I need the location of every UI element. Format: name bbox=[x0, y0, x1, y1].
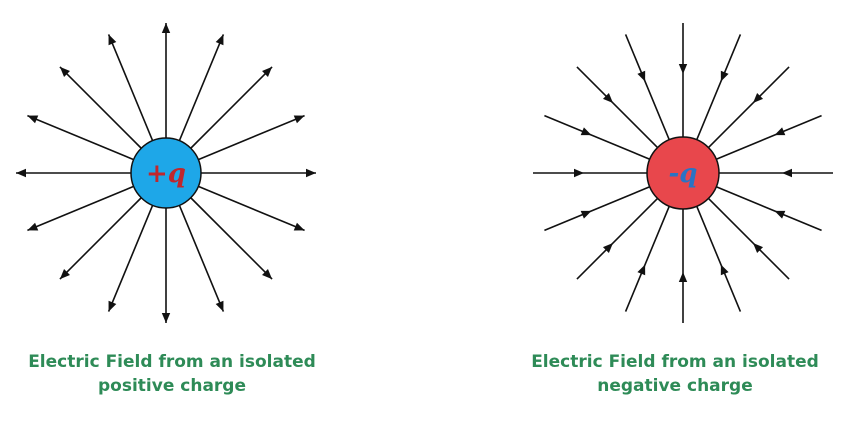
positive-arrowhead-icon bbox=[108, 300, 117, 312]
positive-field-line bbox=[107, 205, 154, 312]
positive-arrowhead-icon bbox=[16, 168, 26, 178]
negative-caption: Electric Field from an isolated negative… bbox=[505, 350, 845, 398]
positive-field-line bbox=[178, 205, 225, 312]
negative-arrowhead-icon bbox=[574, 168, 584, 178]
negative-charge-label: -q bbox=[669, 159, 698, 189]
negative-arrowhead-icon bbox=[678, 272, 688, 282]
positive-charge bbox=[130, 137, 202, 209]
positive-field-line bbox=[27, 185, 134, 232]
negative-arrowhead-icon bbox=[602, 92, 613, 103]
positive-arrowhead-icon bbox=[108, 34, 117, 46]
negative-arrowhead-icon bbox=[580, 127, 592, 136]
positive-arrowhead-icon bbox=[293, 222, 305, 231]
positive-arrowhead-icon bbox=[215, 300, 224, 312]
negative-charge bbox=[646, 136, 720, 210]
negative-field-line bbox=[624, 205, 670, 312]
positive-field-lines bbox=[16, 23, 316, 323]
negative-arrowhead-icon bbox=[637, 264, 646, 276]
positive-caption-line-1: Electric Field from an isolated bbox=[28, 352, 316, 372]
positive-arrowhead-icon bbox=[306, 168, 316, 178]
positive-charge-label: +q bbox=[146, 159, 186, 189]
negative-caption-line-1: Electric Field from an isolated bbox=[531, 352, 819, 372]
positive-arrowhead-icon bbox=[59, 66, 70, 77]
negative-caption-line-2: negative charge bbox=[597, 376, 753, 396]
positive-caption-line-2: positive charge bbox=[97, 376, 246, 396]
negative-arrowhead-icon bbox=[774, 210, 786, 219]
negative-arrowhead-icon bbox=[602, 243, 613, 254]
negative-field-line bbox=[715, 114, 822, 160]
positive-arrowhead-icon bbox=[262, 66, 273, 77]
positive-field-line bbox=[198, 114, 305, 161]
negative-field-line bbox=[707, 66, 790, 149]
negative-arrowhead-icon bbox=[580, 210, 592, 219]
negative-field-line bbox=[696, 205, 742, 312]
positive-field-line bbox=[107, 34, 154, 141]
positive-arrowhead-icon bbox=[293, 115, 305, 124]
negative-arrowhead-icon bbox=[753, 92, 764, 103]
positive-arrowhead-icon bbox=[161, 23, 171, 33]
negative-arrowhead-icon bbox=[720, 264, 729, 276]
positive-field-line bbox=[178, 34, 225, 141]
negative-arrowhead-icon bbox=[678, 64, 688, 74]
positive-arrowhead-icon bbox=[215, 34, 224, 46]
positive-field-line bbox=[190, 66, 273, 149]
negative-field-line bbox=[624, 34, 670, 141]
positive-arrowhead-icon bbox=[27, 115, 39, 124]
negative-field-line bbox=[544, 114, 651, 160]
positive-field-line bbox=[27, 114, 134, 161]
positive-caption: Electric Field from an isolated positive… bbox=[2, 350, 342, 398]
negative-arrowhead-icon bbox=[637, 70, 646, 82]
negative-field-lines bbox=[533, 23, 833, 323]
positive-field-line bbox=[190, 197, 273, 280]
positive-arrowhead-icon bbox=[27, 222, 39, 231]
positive-arrowhead-icon bbox=[161, 313, 171, 323]
positive-arrowhead-icon bbox=[262, 269, 273, 280]
positive-field-line bbox=[59, 66, 142, 149]
negative-field-line bbox=[576, 66, 659, 149]
positive-field-line bbox=[59, 197, 142, 280]
negative-arrowhead-icon bbox=[774, 127, 786, 136]
negative-field-line bbox=[715, 186, 822, 232]
negative-field-line bbox=[544, 186, 651, 232]
positive-arrowhead-icon bbox=[59, 269, 70, 280]
negative-field-line bbox=[696, 34, 742, 141]
negative-arrowhead-icon bbox=[720, 70, 729, 82]
negative-arrowhead-icon bbox=[753, 243, 764, 254]
negative-field-line bbox=[576, 197, 659, 280]
positive-field-line bbox=[198, 185, 305, 232]
negative-arrowhead-icon bbox=[782, 168, 792, 178]
negative-field-line bbox=[707, 197, 790, 280]
